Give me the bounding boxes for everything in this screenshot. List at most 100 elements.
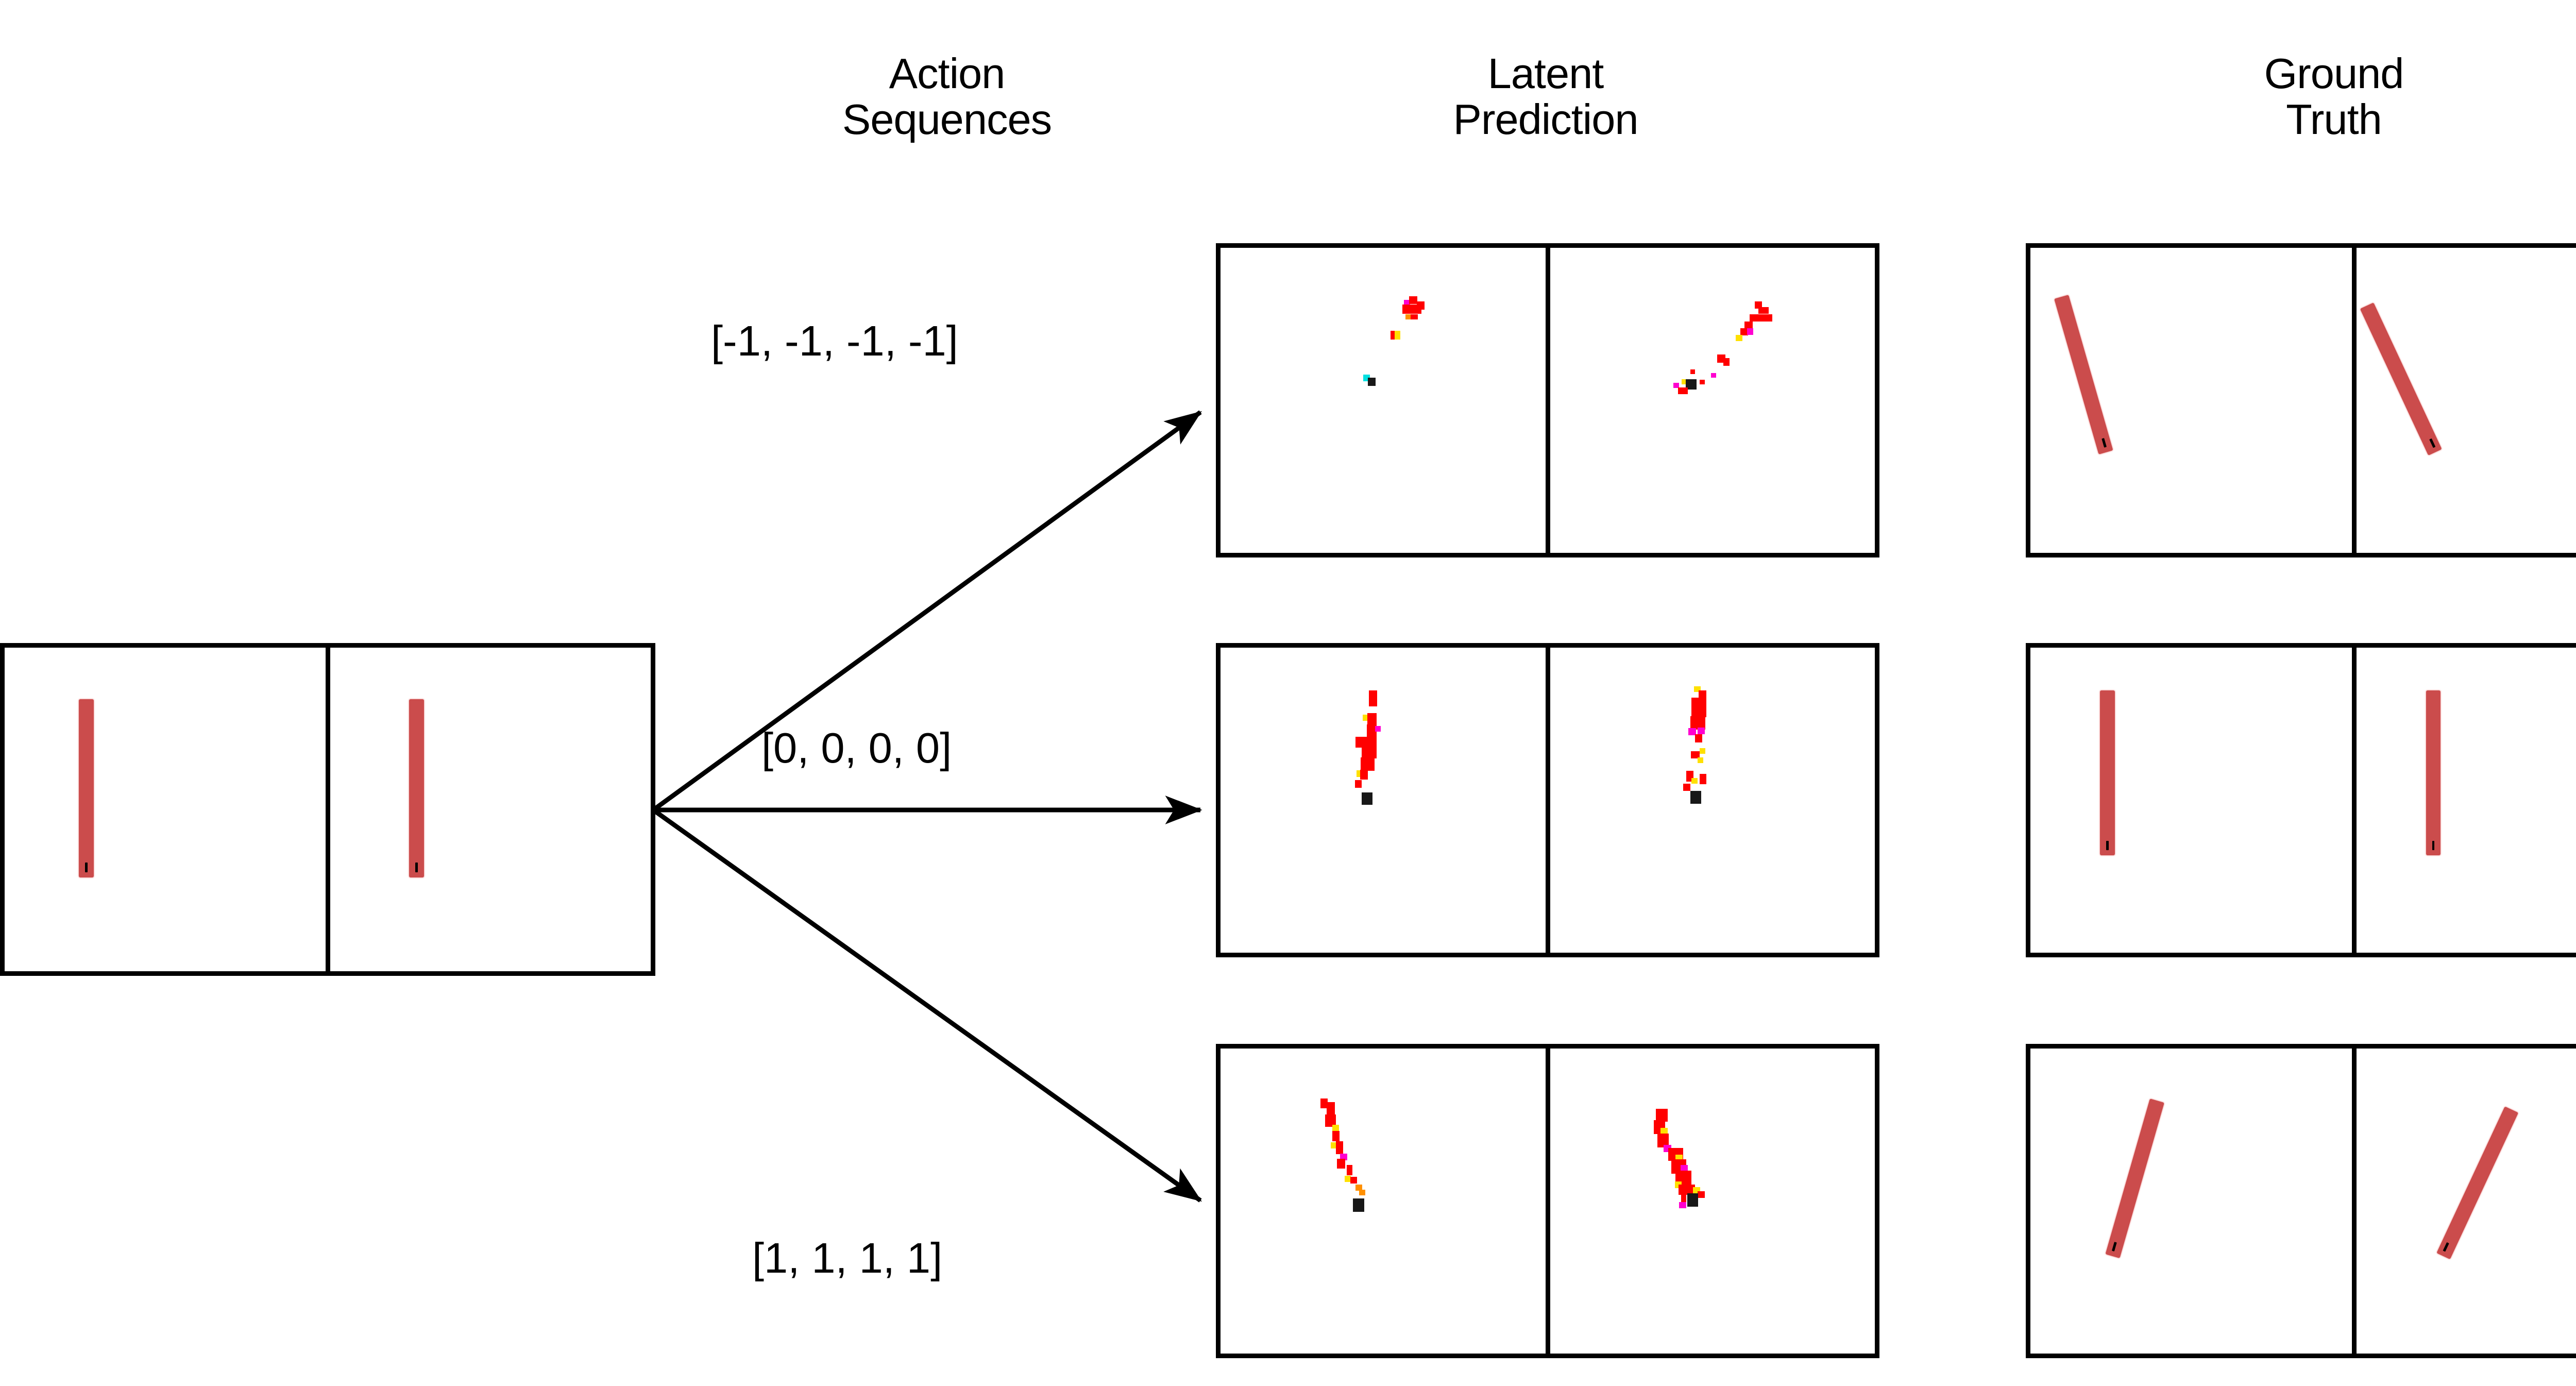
gt-top-frame-1: [2030, 248, 2352, 553]
latent-pixel: [1411, 314, 1418, 319]
latent-pixel: [1368, 690, 1377, 706]
gt-row-middle: [2026, 643, 2576, 957]
action-sequence-label-top: [-1, -1, -1, -1]: [711, 317, 958, 365]
column-header-action-sequences-label: Action Sequences: [842, 49, 1052, 144]
pendulum-rod: [409, 699, 424, 877]
latent-pixel: [1740, 328, 1749, 336]
latent-top-frame-2: [1545, 248, 1875, 553]
latent-pixel: [1690, 716, 1705, 730]
input-observation: [0, 643, 655, 976]
latent-pixel: [1656, 1109, 1668, 1122]
gt-mid-frame-1: [2030, 648, 2352, 953]
latent-pixel: [1687, 1193, 1698, 1207]
latent-pixel: [1694, 686, 1701, 692]
latent-pixel: [1336, 1159, 1346, 1169]
latent-pixel: [1677, 387, 1688, 395]
pendulum-pivot-marker: [2432, 841, 2435, 851]
latent-pixel: [1681, 1193, 1687, 1204]
latent-pixel: [1344, 1176, 1351, 1182]
latent-pixel: [1366, 724, 1377, 738]
latent-pixel: [1405, 314, 1412, 319]
column-header-latent-prediction-label: Latent Prediction: [1453, 49, 1638, 144]
pendulum-rod: [2054, 295, 2113, 454]
latent-pixel: [1679, 1185, 1695, 1195]
latent-pixel: [1361, 746, 1377, 759]
latent-pixel: [1699, 748, 1705, 754]
latent-pixel: [1320, 1098, 1328, 1109]
latent-pixel: [1409, 296, 1418, 304]
latent-pixel: [1736, 335, 1742, 342]
pendulum-pivot-marker: [85, 862, 88, 872]
column-header-latent-prediction: Latent Prediction: [1319, 4, 1772, 143]
pendulum-rod: [2105, 1098, 2164, 1258]
latent-pixel: [1758, 314, 1772, 322]
latent-pixel: [1657, 1133, 1669, 1147]
latent-pixel: [1332, 1130, 1340, 1141]
latent-pixel: [1691, 698, 1707, 717]
latent-pixel: [1697, 1191, 1705, 1198]
latent-pixel: [1683, 784, 1690, 791]
latent-pixel: [1699, 690, 1707, 699]
latent-pixel: [1350, 1176, 1357, 1184]
latent-pixel: [1679, 1202, 1687, 1209]
latent-pixel: [1363, 715, 1369, 721]
latent-bot-frame-1: [1221, 1049, 1546, 1354]
latent-pixel: [1711, 373, 1717, 378]
action-sequence-label-bottom: [1, 1, 1, 1]: [752, 1234, 943, 1282]
latent-pixel: [1717, 354, 1725, 363]
input-frame-1: [5, 648, 326, 971]
latent-pixel: [1375, 725, 1381, 732]
latent-pixel: [1747, 328, 1754, 335]
latent-pixel: [1758, 307, 1769, 314]
latent-row-bottom: [1216, 1044, 1879, 1358]
gt-bot-frame-1: [2030, 1049, 2352, 1354]
column-header-action-sequences: Action Sequences: [720, 4, 1174, 143]
latent-pixel: [1332, 1125, 1339, 1132]
gt-top-frame-2: [2351, 248, 2576, 553]
latent-pixel: [1688, 728, 1697, 736]
latent-pixel: [1367, 713, 1377, 725]
latent-pixel: [1336, 1141, 1344, 1154]
latent-pixel: [1673, 382, 1680, 388]
latent-row-middle: [1216, 643, 1879, 957]
latent-pixel: [1690, 369, 1696, 375]
latent-pixel: [1694, 734, 1702, 742]
column-header-ground-truth-label: Ground Truth: [2264, 49, 2404, 144]
latent-pixel: [1754, 301, 1762, 309]
latent-pixel: [1749, 314, 1759, 322]
latent-pixel: [1697, 728, 1705, 735]
latent-pixel: [1360, 769, 1368, 780]
latent-pixel: [1326, 1102, 1335, 1117]
latent-pixel: [1361, 757, 1375, 771]
pendulum-pivot-marker: [415, 862, 418, 872]
latent-pixel: [1355, 1185, 1362, 1191]
gt-row-top: [2026, 243, 2576, 557]
input-frame-2: [325, 648, 651, 971]
latent-pixel: [1361, 792, 1373, 805]
latent-pixel: [1346, 1165, 1352, 1176]
column-header-ground-truth: Ground Truth: [2107, 4, 2561, 143]
gt-mid-frame-2: [2351, 648, 2576, 953]
latent-pixel: [1340, 1153, 1347, 1160]
pendulum-rod: [2436, 1106, 2518, 1259]
pendulum-rod: [2100, 690, 2115, 855]
latent-pixel: [1682, 379, 1688, 385]
latent-top-frame-1: [1221, 248, 1546, 553]
latent-pixel: [1394, 331, 1400, 340]
latent-pixel: [1691, 778, 1698, 784]
latent-mid-frame-1: [1221, 648, 1546, 953]
pendulum-pivot-marker: [2106, 841, 2109, 851]
latent-pixel: [1391, 331, 1396, 340]
latent-bot-frame-2: [1545, 1049, 1875, 1354]
gt-row-bottom: [2026, 1044, 2576, 1358]
latent-pixel: [1325, 1114, 1336, 1127]
latent-pixel: [1699, 379, 1705, 385]
latent-pixel: [1402, 304, 1421, 314]
latent-mid-frame-2: [1545, 648, 1875, 953]
gt-bot-frame-2: [2351, 1049, 2576, 1354]
latent-pixel: [1660, 1127, 1668, 1135]
latent-pixel: [1723, 358, 1730, 366]
latent-pixel: [1686, 379, 1697, 390]
latent-pixel: [1353, 1198, 1364, 1212]
pendulum-rod: [2360, 302, 2442, 455]
